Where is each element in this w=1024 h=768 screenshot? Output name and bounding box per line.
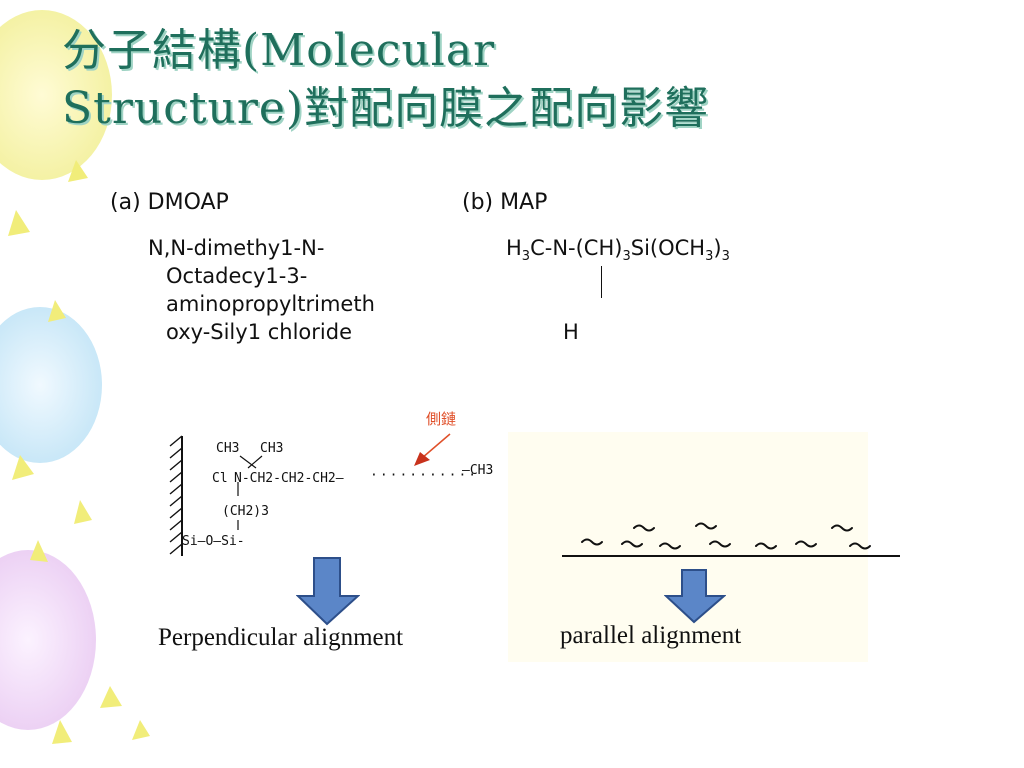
side-chain-pointer xyxy=(414,433,451,466)
dmoap-name-line-3: aminopropyltrimeth xyxy=(166,292,375,316)
side-chain-label: 側鏈 xyxy=(426,410,457,428)
dmoap-chemical-name: N,N-dimethy1-N- Octadecy1-3- aminopropyl… xyxy=(148,234,375,346)
map-branch-bond xyxy=(601,266,602,298)
dmoap-tail: —CH3 xyxy=(462,463,494,478)
formula-mid-sub: 3 xyxy=(622,249,631,265)
formula-si-sub2: 3 xyxy=(721,249,730,265)
title-line-1: 分子結構(Molecular xyxy=(62,25,496,76)
dmoap-chain-dots: ··········· xyxy=(370,468,479,483)
dmoap-surface-diagram xyxy=(169,435,263,556)
balloon-purple xyxy=(0,550,96,730)
formula-si: Si(OCH xyxy=(630,236,706,260)
substrate-hatching xyxy=(169,435,183,555)
dmoap-main-chain: N-CH2-CH2-CH2— xyxy=(234,471,344,486)
pointer-arrowhead-icon xyxy=(414,452,430,466)
map-formula: H3C-N-(CH)3Si(OCH3)3 xyxy=(506,234,730,271)
dmoap-name-line-2: Octadecy1-3- xyxy=(166,264,308,288)
dmoap-si-link: Si—O—Si- xyxy=(182,534,245,549)
map-branch-atom: H xyxy=(563,320,579,344)
panel-a-label: (a) DMOAP xyxy=(110,190,229,215)
lying-molecules xyxy=(581,522,871,550)
arrow-down-right-icon xyxy=(664,569,726,624)
slide-title: 分子結構(Molecular Structure)對配向膜之配向影響 xyxy=(62,22,962,138)
dmoap-propyl: (CH2)3 xyxy=(222,504,269,519)
formula-si-sub1: 3 xyxy=(705,249,714,265)
dmoap-ch3-left: CH3 xyxy=(216,441,240,456)
dmoap-ch3-right: CH3 xyxy=(260,441,284,456)
perpendicular-caption: Perpendicular alignment xyxy=(158,624,404,651)
confetti xyxy=(8,160,150,744)
dmoap-name-line-1: N,N-dimethy1-N- xyxy=(148,236,325,260)
panel-b-label: (b) MAP xyxy=(462,190,548,215)
formula-close: ) xyxy=(713,236,722,260)
dmoap-cl-ion: Cl xyxy=(212,471,228,486)
balloon-blue xyxy=(0,307,102,463)
title-line-2: Structure)對配向膜之配向影響 xyxy=(62,83,710,134)
formula-h: H xyxy=(506,236,522,260)
arrow-down-left-icon xyxy=(296,557,360,626)
parallel-caption: parallel alignment xyxy=(560,622,742,649)
formula-h-sub: 3 xyxy=(521,249,531,265)
dmoap-name-line-4: oxy-Sily1 chloride xyxy=(166,320,352,344)
map-parallel-diagram xyxy=(562,522,900,557)
formula-mid: C-N-(CH) xyxy=(530,236,623,260)
